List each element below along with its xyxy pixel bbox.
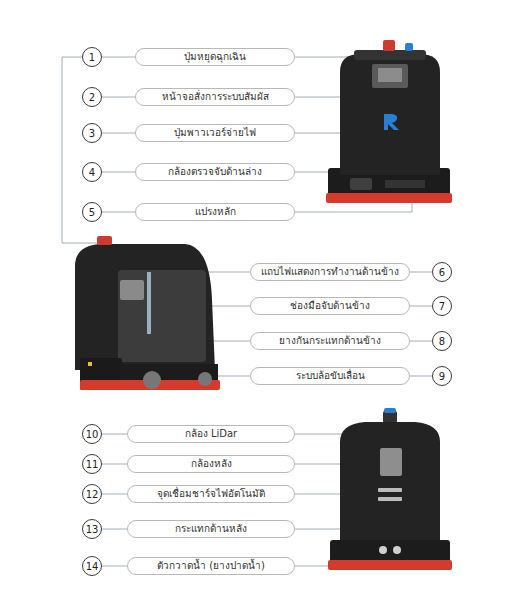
- callout-number: 3: [89, 128, 95, 139]
- callout-number: 1: [89, 52, 95, 63]
- part-label-box: ปุ่มพาวเวอร์จ่ายไฟ: [135, 124, 295, 142]
- callout-number: 5: [89, 207, 95, 218]
- part-label: จุดเชื่อมชาร์จไฟอัตโนมัติ: [157, 488, 265, 500]
- part-label: แปรงหลัก: [195, 206, 236, 218]
- callout-circle: 6: [432, 262, 452, 282]
- part-label: ระบบล้อขับเลื่อน: [296, 370, 365, 382]
- leader-connector: [102, 464, 127, 465]
- part-label: กล้องตรวจจับด้านล่าง: [168, 166, 262, 178]
- part-label-box: กล้องตรวจจับด้านล่าง: [135, 163, 295, 181]
- robot-side-view: [75, 236, 220, 390]
- part-label-box: ตัวกวาดน้ำ (ยางปาดน้ำ): [127, 557, 295, 575]
- callout-number: 11: [86, 459, 99, 470]
- part-label-box: ช่องมือจับด้านข้าง: [250, 297, 410, 315]
- callout-circle: 3: [82, 123, 102, 143]
- leader-connector: [410, 306, 432, 307]
- callout-circle: 14: [82, 556, 102, 576]
- leader-connector: [102, 57, 135, 58]
- callout-circle: 8: [432, 331, 452, 351]
- callout-circle: 1: [82, 47, 102, 67]
- leader-connector: [410, 341, 432, 342]
- part-label: ปุ่มพาวเวอร์จ่ายไฟ: [174, 127, 256, 139]
- callout-number: 12: [86, 489, 99, 500]
- callout-circle: 2: [82, 87, 102, 107]
- part-label-box: จุดเชื่อมชาร์จไฟอัตโนมัติ: [127, 485, 295, 503]
- leader-connector: [102, 212, 135, 213]
- part-label: กล้อง LiDar: [185, 428, 237, 440]
- leader-connector: [410, 376, 432, 377]
- callout-circle: 12: [82, 484, 102, 504]
- callout-number: 2: [89, 92, 95, 103]
- part-label-box: ปุ่มหยุดฉุกเฉิน: [135, 48, 295, 66]
- callout-number: 14: [86, 561, 99, 572]
- callout-circle: 10: [82, 424, 102, 444]
- part-label: ตัวกวาดน้ำ (ยางปาดน้ำ): [157, 560, 265, 572]
- part-label-box: ระบบล้อขับเลื่อน: [250, 367, 410, 385]
- leader-connector: [102, 97, 135, 98]
- part-label: หน้าจอสั่งการระบบสัมผัส: [162, 91, 269, 103]
- part-label-box: ยางกันกระแทกด้านข้าง: [250, 332, 410, 350]
- leader-connector: [102, 133, 135, 134]
- leader-connector: [102, 529, 127, 530]
- callout-circle: 11: [82, 454, 102, 474]
- part-label-box: กล้องหลัง: [127, 455, 295, 473]
- callout-number: 10: [86, 429, 99, 440]
- leader-connector: [102, 172, 135, 173]
- part-label-box: กล้อง LiDar: [127, 425, 295, 443]
- part-label-box: แปรงหลัก: [135, 203, 295, 221]
- robot-front-view: [326, 40, 452, 203]
- part-label: ยางกันกระแทกด้านข้าง: [279, 335, 381, 347]
- callout-circle: 13: [82, 519, 102, 539]
- callout-number: 6: [439, 267, 445, 278]
- part-label-box: แถบไฟแสดงการทำงานด้านข้าง: [250, 263, 410, 281]
- callout-number: 9: [439, 371, 445, 382]
- leader-connector: [410, 272, 432, 273]
- robot-back-view: [328, 408, 452, 570]
- callout-circle: 9: [432, 366, 452, 386]
- part-label: ปุ่มหยุดฉุกเฉิน: [184, 51, 246, 63]
- part-label: กล้องหลัง: [191, 458, 232, 470]
- callout-circle: 5: [82, 202, 102, 222]
- part-label: แถบไฟแสดงการทำงานด้านข้าง: [261, 266, 399, 278]
- part-label-box: กระแทกด้านหลัง: [127, 520, 295, 538]
- leader-connector: [102, 434, 127, 435]
- part-label: ช่องมือจับด้านข้าง: [290, 300, 370, 312]
- callout-circle: 7: [432, 296, 452, 316]
- callout-circle: 4: [82, 162, 102, 182]
- callout-number: 4: [89, 167, 95, 178]
- callout-number: 8: [439, 336, 445, 347]
- part-label: กระแทกด้านหลัง: [175, 523, 247, 535]
- part-label-box: หน้าจอสั่งการระบบสัมผัส: [135, 88, 295, 106]
- callout-number: 7: [439, 301, 445, 312]
- leader-connector: [102, 566, 127, 567]
- callout-number: 13: [86, 524, 99, 535]
- leader-connector: [102, 494, 127, 495]
